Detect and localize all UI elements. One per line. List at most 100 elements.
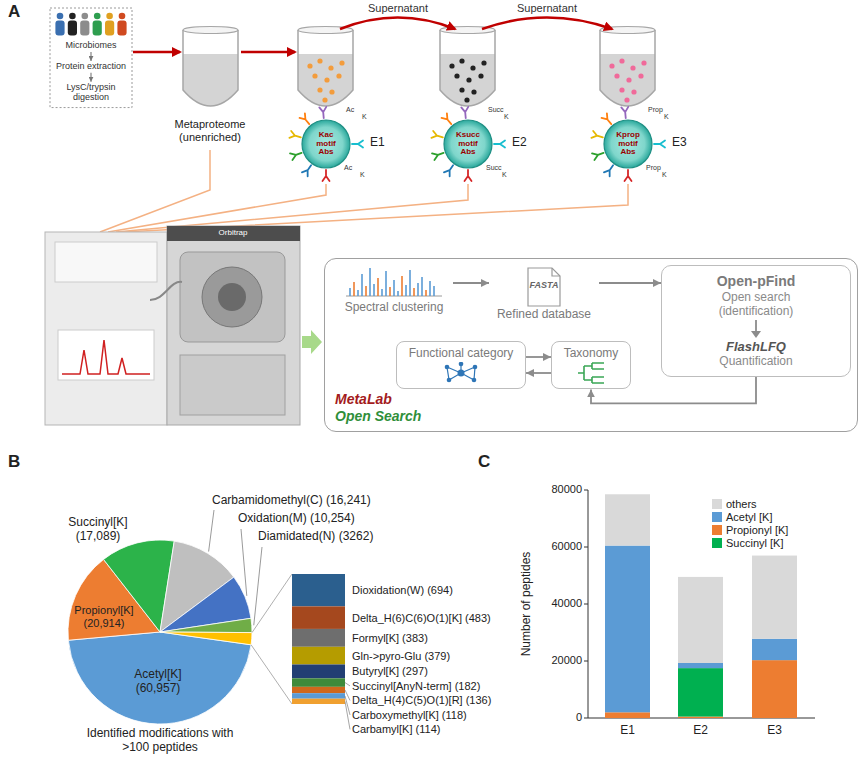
tick-label: 0 [576,711,582,724]
tick-label: 80000 [551,483,582,496]
antibodies [591,107,665,181]
source-box-outline [50,8,132,108]
pie-label: Oxidation(M) (10,254) [238,512,355,526]
axis [584,490,815,718]
sample-lines [100,150,628,232]
zoom-line [251,645,292,704]
panel-letter: C [478,452,490,472]
search-box-text: FlashLFQ [726,339,786,355]
antibody-bead: Kac motif Abs [301,119,351,169]
search-box-text: Quantification [719,354,792,368]
legend-label: Succinyl [K] [726,536,783,550]
tick-label: 40000 [551,597,582,610]
legend-label: Carboxymethyl[K] (118) [352,708,467,722]
tick-label: 60000 [551,540,582,553]
connector [90,73,91,82]
peptide-tag: K [662,171,667,178]
peptide-tag: K [362,113,367,120]
process-step-text: Microbiomes [52,41,130,51]
mass-spectrometer [45,226,300,425]
legend-label: others [726,497,757,511]
function-box: Functional category [396,341,526,389]
legend-label: Formyl[K] (383) [352,631,428,645]
sample-label: Metaproteome (unenriched) [165,118,255,143]
legend-label: Gln->pyro-Glu (379) [352,649,450,663]
bar-segment [752,660,797,718]
legend-label: Dioxidation(W) (694) [352,583,453,597]
connector [591,377,756,404]
legend-swatch [292,687,345,693]
leader-line [345,683,350,686]
taxonomy-box: Taxonomy [551,341,631,389]
peptide-tag: K [360,171,365,178]
peptide-tag: K [504,113,509,120]
connector [599,282,661,284]
search-box-text: Open search (identification) [696,290,816,319]
spectrum-icon [344,267,444,297]
peptide-tag: Ac [344,164,352,171]
legend-label: Delta_H(4)C(5)O(1)[R] (136) [352,693,491,707]
pie-label: Acetyl[K] (60,957) [123,668,193,696]
legend-swatch [292,647,345,665]
process-step-text: LysC/trypsin digestion [52,83,130,103]
step-label: Supernatant [517,2,577,15]
category-label: E2 [693,724,708,738]
taxonomy-box-text: Taxonomy [564,346,619,360]
enrichment-label: E3 [672,136,687,150]
category-label: E3 [767,724,782,738]
database-step: FASTARefined database [489,267,599,322]
peptide-tag: Prop [648,106,663,113]
antibodies [289,107,363,181]
antibody-bead-text: Ksucc motif Abs [452,131,484,156]
connector [526,372,551,374]
peptide-tag: Succ [488,106,504,113]
antibodies [431,107,505,181]
legend-swatch [712,512,722,522]
axis-title: Number of peptides [520,552,534,657]
instrument-logo: Orbitrap [219,228,248,237]
legend-swatch [292,606,345,629]
spectra-step: Spectral clustering [335,267,453,315]
antibody-bead: Ksucc motif Abs [443,119,493,169]
enrichment-label: E2 [512,136,527,150]
bar-segment [605,546,650,713]
leader-line [209,510,214,552]
connector [526,356,551,358]
process-step: Microbiomes [52,40,130,52]
database-step-text: Refined database [497,308,591,322]
connector [90,52,91,61]
category-label: E1 [620,724,635,738]
red-arrows [133,18,612,53]
pie-chart [68,540,252,724]
antibody-bead-text: Kac motif Abs [310,131,342,156]
bar-segment [678,663,723,668]
leader-line [345,701,350,729]
pie-label: Succinyl[K] (17,089) [61,516,135,544]
search-box: Open-pFindOpen search (identification) Fl… [661,265,851,377]
bar-segment [678,668,723,716]
legend-label: Butyryl[K] (297) [352,664,428,678]
process-step-text: Protein extraction [52,62,130,72]
bar-segment [752,639,797,660]
legend-label: Succinyl[AnyN-term] (182) [352,679,480,693]
pie-label: Propionyl[K] (20,914) [67,604,141,629]
legend-label: Acetyl [K] [726,510,772,524]
connector [453,282,489,284]
process-step: LysC/trypsin digestion [52,82,130,104]
leader-line [254,547,262,625]
bar-segment [752,556,797,639]
pie-caption: Identified modifications with >100 pepti… [85,727,235,755]
pie-slice [160,618,252,632]
legend-swatch [292,678,345,686]
people-icon [55,13,126,36]
tick-label: 20000 [551,654,582,667]
legend-label: Propionyl [K] [726,523,788,537]
search-box-text: Open-pFind [717,273,796,290]
enrichment-label: E1 [370,136,385,150]
panel-letter: B [8,452,20,472]
spectra-step-text: Spectral clustering [335,301,453,315]
bar-segment [605,494,650,545]
peptide-tag: K [502,171,507,178]
tubes [183,27,655,107]
